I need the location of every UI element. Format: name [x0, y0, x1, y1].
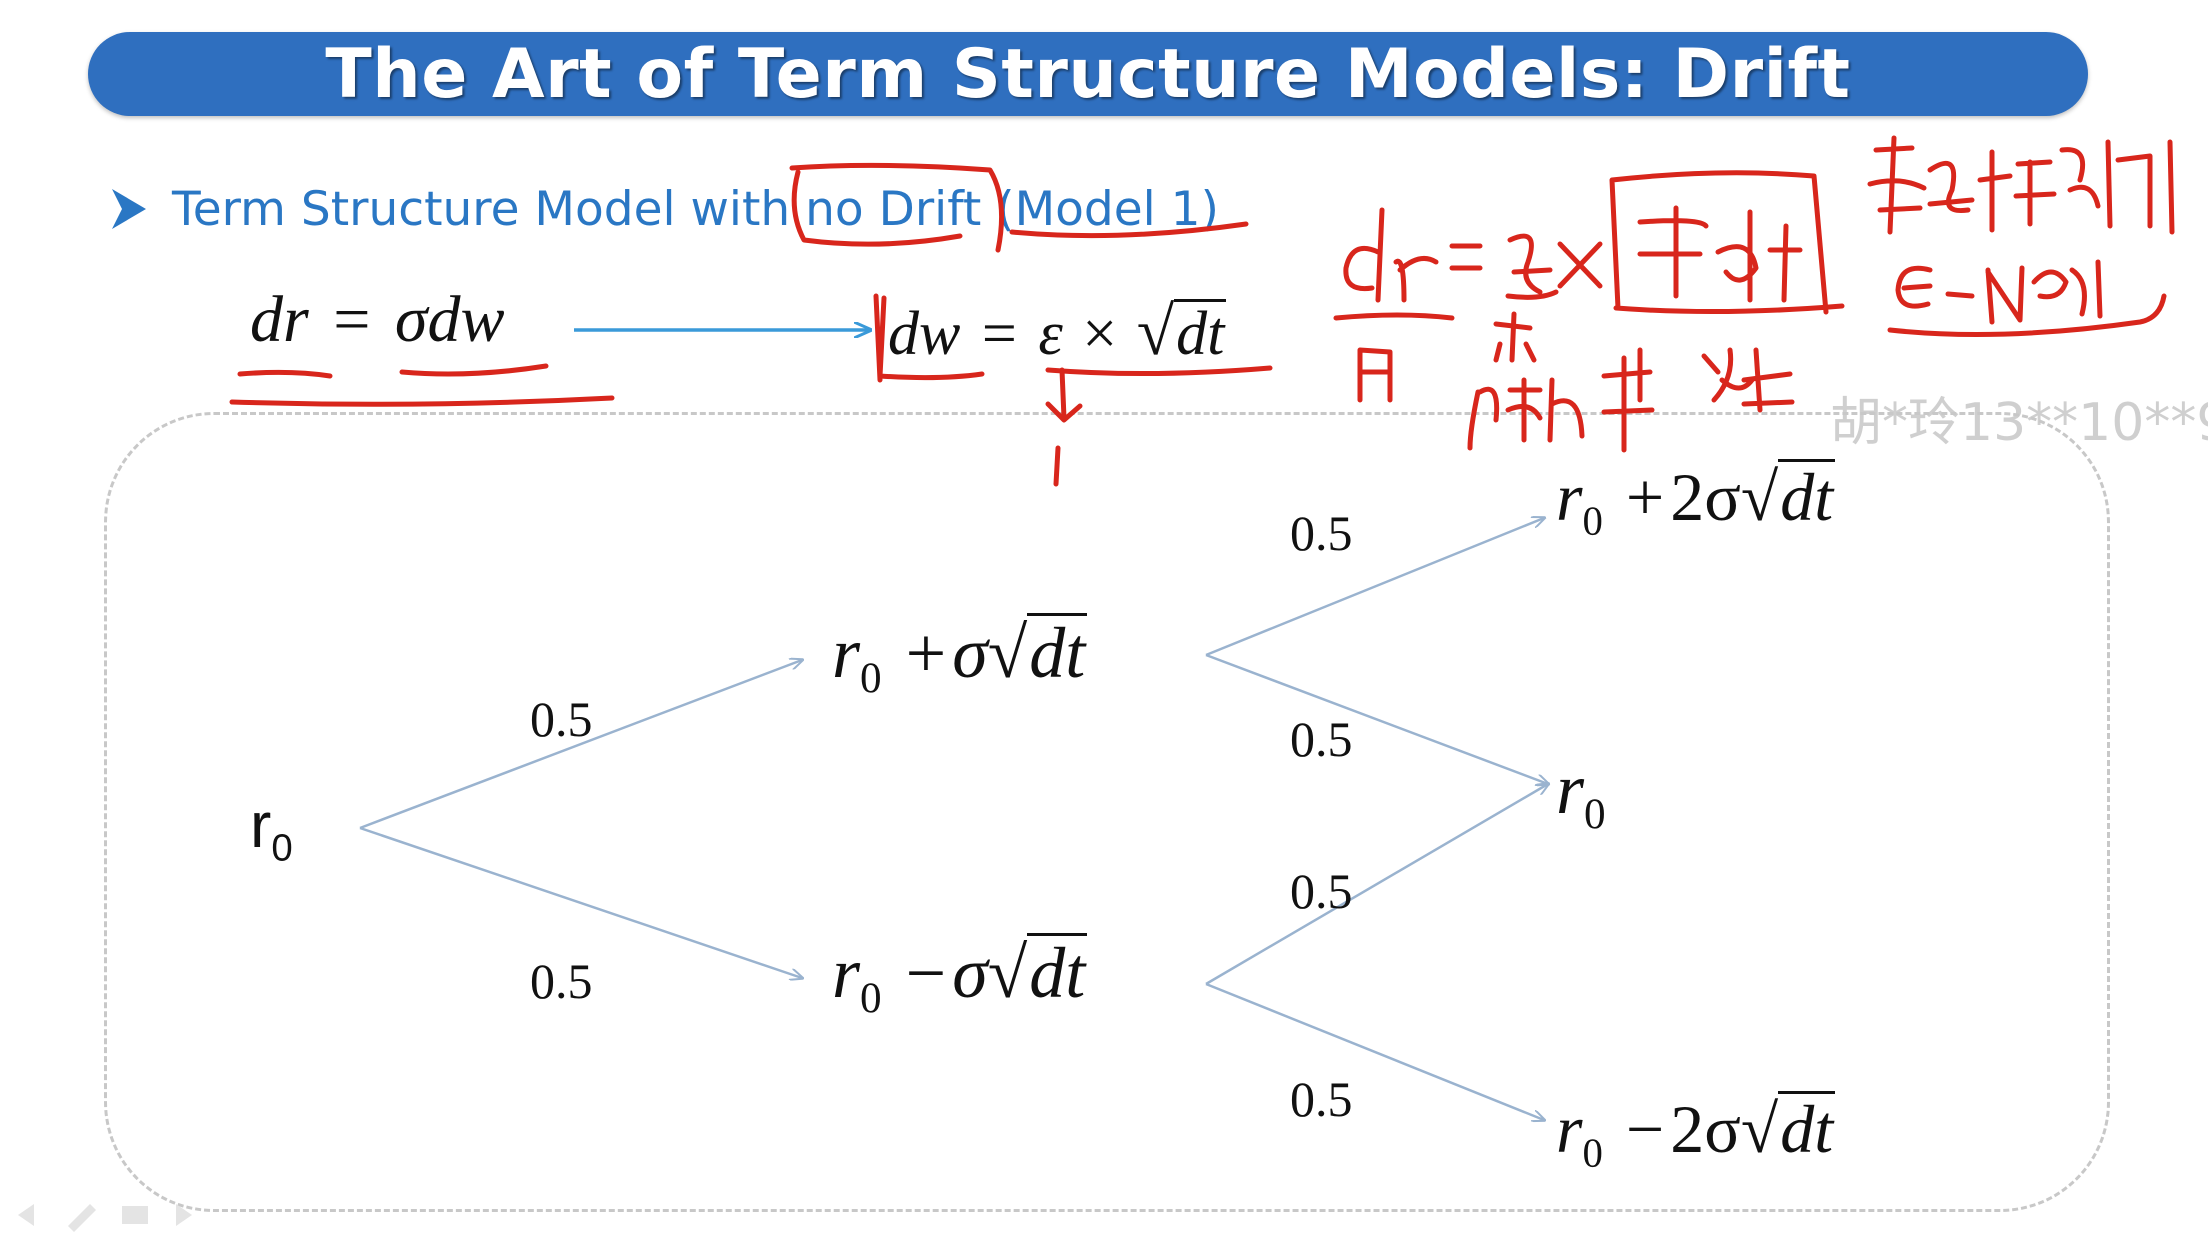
branch-down-mid	[1205, 784, 1548, 986]
node-op: +	[1625, 459, 1665, 535]
pen-icon[interactable]	[68, 1204, 96, 1232]
tree-node-down: r0 −σ√dt	[832, 932, 1088, 1023]
slide-title: The Art of Term Structure Models: Drift	[325, 34, 1851, 114]
node-subscript: 0	[860, 655, 882, 703]
prob-up-upup: 0.5	[1290, 505, 1353, 561]
prob-root-down: 0.5	[530, 953, 593, 1009]
node-r: r	[250, 789, 272, 861]
node-op: −	[1625, 1091, 1665, 1167]
bullet-text: Term Structure Model with no Drift (Mode…	[172, 182, 1219, 237]
node-r: r	[832, 933, 861, 1013]
slideshow-controls[interactable]	[10, 1198, 200, 1232]
node-radicand: dt	[1027, 933, 1088, 1013]
arrowhead-bullet-icon	[112, 189, 146, 229]
sqrt-symbol: √	[987, 933, 1028, 1013]
next-icon[interactable]	[176, 1204, 192, 1226]
tree-root-node: r0	[250, 788, 293, 870]
eq-times: ×	[1082, 300, 1118, 368]
branch-up-mid	[1205, 653, 1548, 784]
eq-equals-2: =	[981, 300, 1017, 368]
eq-sigma: σ	[394, 283, 428, 356]
eq-dw: dw	[427, 283, 505, 356]
node-subscript: 0	[1582, 498, 1603, 544]
sqrt-symbol: √	[1136, 293, 1175, 369]
node-r: r	[1556, 459, 1583, 535]
prob-up-mid: 0.5	[1290, 711, 1353, 767]
node-coef: 2σ	[1670, 1091, 1741, 1167]
node-op: −	[905, 933, 947, 1013]
node-coef: σ	[952, 933, 988, 1013]
node-coef: σ	[952, 613, 988, 693]
branch-root-up	[359, 660, 802, 830]
eq-epsilon: ε	[1038, 300, 1063, 368]
tree-node-mid: r0	[1556, 748, 1606, 839]
node-radicand: dt	[1027, 613, 1088, 693]
node-radicand: dt	[1778, 1091, 1836, 1167]
model-equation: dr = σdw	[250, 282, 505, 358]
node-subscript: 0	[860, 975, 882, 1023]
prob-down-mid: 0.5	[1290, 863, 1353, 919]
node-r: r	[1556, 1091, 1583, 1167]
node-subscript: 0	[1582, 1130, 1603, 1176]
eq-dr: dr	[250, 283, 309, 356]
eq-equals: =	[333, 283, 371, 356]
sqrt-symbol: √	[1740, 459, 1779, 535]
tree-node-upup: r0 +2σ√dt	[1556, 458, 1836, 544]
branch-root-down	[359, 826, 802, 978]
node-r: r	[832, 613, 861, 693]
node-r: r	[1556, 749, 1585, 829]
tree-node-downdown: r0 −2σ√dt	[1556, 1090, 1836, 1176]
handwriting-ink	[229, 135, 2175, 487]
node-coef: 2σ	[1670, 459, 1741, 535]
shock-equation: dw = ε × √dt	[888, 292, 1227, 371]
node-op: +	[905, 613, 947, 693]
tree-container	[104, 412, 2110, 1212]
sqrt-symbol: √	[987, 613, 1028, 693]
eq-dw-lhs: dw	[888, 300, 961, 368]
prob-down-downdown: 0.5	[1290, 1071, 1353, 1127]
node-subscript: 0	[1584, 791, 1606, 839]
prob-root-up: 0.5	[530, 691, 593, 747]
eq-radicand: dt	[1174, 299, 1227, 368]
menu-icon[interactable]	[122, 1206, 148, 1224]
node-radicand: dt	[1778, 459, 1836, 535]
tree-node-up: r0 +σ√dt	[832, 612, 1088, 703]
branch-down-downdown	[1205, 982, 1544, 1120]
previous-icon[interactable]	[18, 1204, 34, 1226]
branch-up-upup	[1205, 518, 1544, 657]
node-subscript: 0	[271, 826, 293, 870]
sqrt-symbol: √	[1740, 1091, 1779, 1167]
title-bar: The Art of Term Structure Models: Drift	[88, 32, 2088, 116]
